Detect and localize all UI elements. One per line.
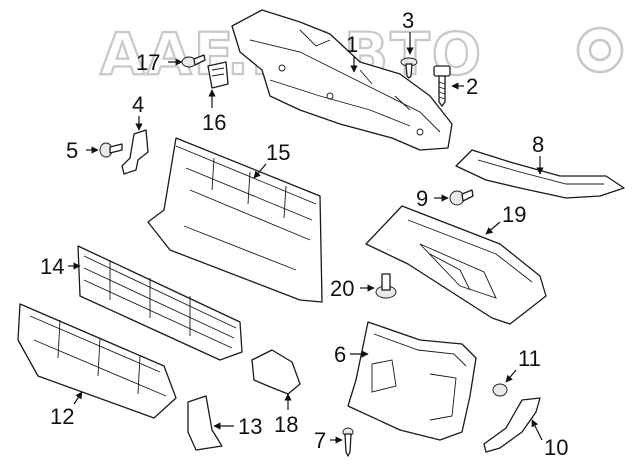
part-9-bolt — [449, 189, 474, 206]
part-20-push-pin — [375, 273, 397, 299]
callout-9: 9 — [416, 186, 428, 211]
callout-18: 18 — [274, 412, 298, 437]
leader-10 — [531, 419, 543, 441]
part-16-clip — [207, 61, 229, 89]
part-5-bolt — [99, 142, 123, 158]
part-6-bracket — [347, 321, 477, 441]
callout-8: 8 — [532, 132, 544, 157]
callout-10: 10 — [544, 435, 568, 460]
leader-lines — [68, 32, 544, 444]
callout-7: 7 — [314, 428, 326, 453]
part-15-air-deflector — [147, 137, 323, 303]
leader-19 — [485, 221, 501, 235]
part-19-shield — [365, 205, 547, 325]
part-10-bracket — [483, 397, 541, 453]
part-1-radiator-support-upper — [231, 9, 453, 151]
callout-16: 16 — [202, 110, 226, 135]
part-12-lower-deflector — [17, 303, 177, 419]
leader-11 — [505, 369, 517, 383]
part-11-nut — [492, 383, 508, 397]
part-4-bracket — [121, 129, 149, 175]
callout-6: 6 — [334, 342, 346, 367]
callout-20: 20 — [330, 276, 354, 301]
callout-11: 11 — [518, 346, 541, 371]
callout-5: 5 — [66, 138, 78, 163]
callout-13: 13 — [238, 414, 262, 439]
callout-15: 15 — [266, 140, 290, 165]
leader-15 — [253, 163, 267, 179]
part-7-bolt — [342, 427, 354, 457]
callout-1: 1 — [346, 32, 358, 57]
callout-17: 17 — [136, 50, 160, 75]
callout-4: 4 — [132, 92, 144, 117]
watermark-emblem-icon — [576, 26, 624, 74]
part-13-seal — [187, 395, 223, 451]
part-18-deflector — [251, 349, 301, 395]
part-17-bolt — [181, 54, 206, 68]
callout-labels: 1 2 3 4 5 6 7 8 9 10 11 12 13 14 15 16 1… — [40, 8, 568, 460]
part-3-screw — [400, 57, 418, 79]
callout-19: 19 — [502, 202, 526, 227]
callout-3: 3 — [402, 8, 414, 33]
callout-14: 14 — [40, 254, 64, 279]
part-14-grille — [77, 245, 243, 361]
leader-12 — [73, 391, 83, 405]
part-2-bolt — [433, 65, 451, 107]
callout-2: 2 — [466, 74, 478, 99]
callout-12: 12 — [50, 404, 74, 429]
